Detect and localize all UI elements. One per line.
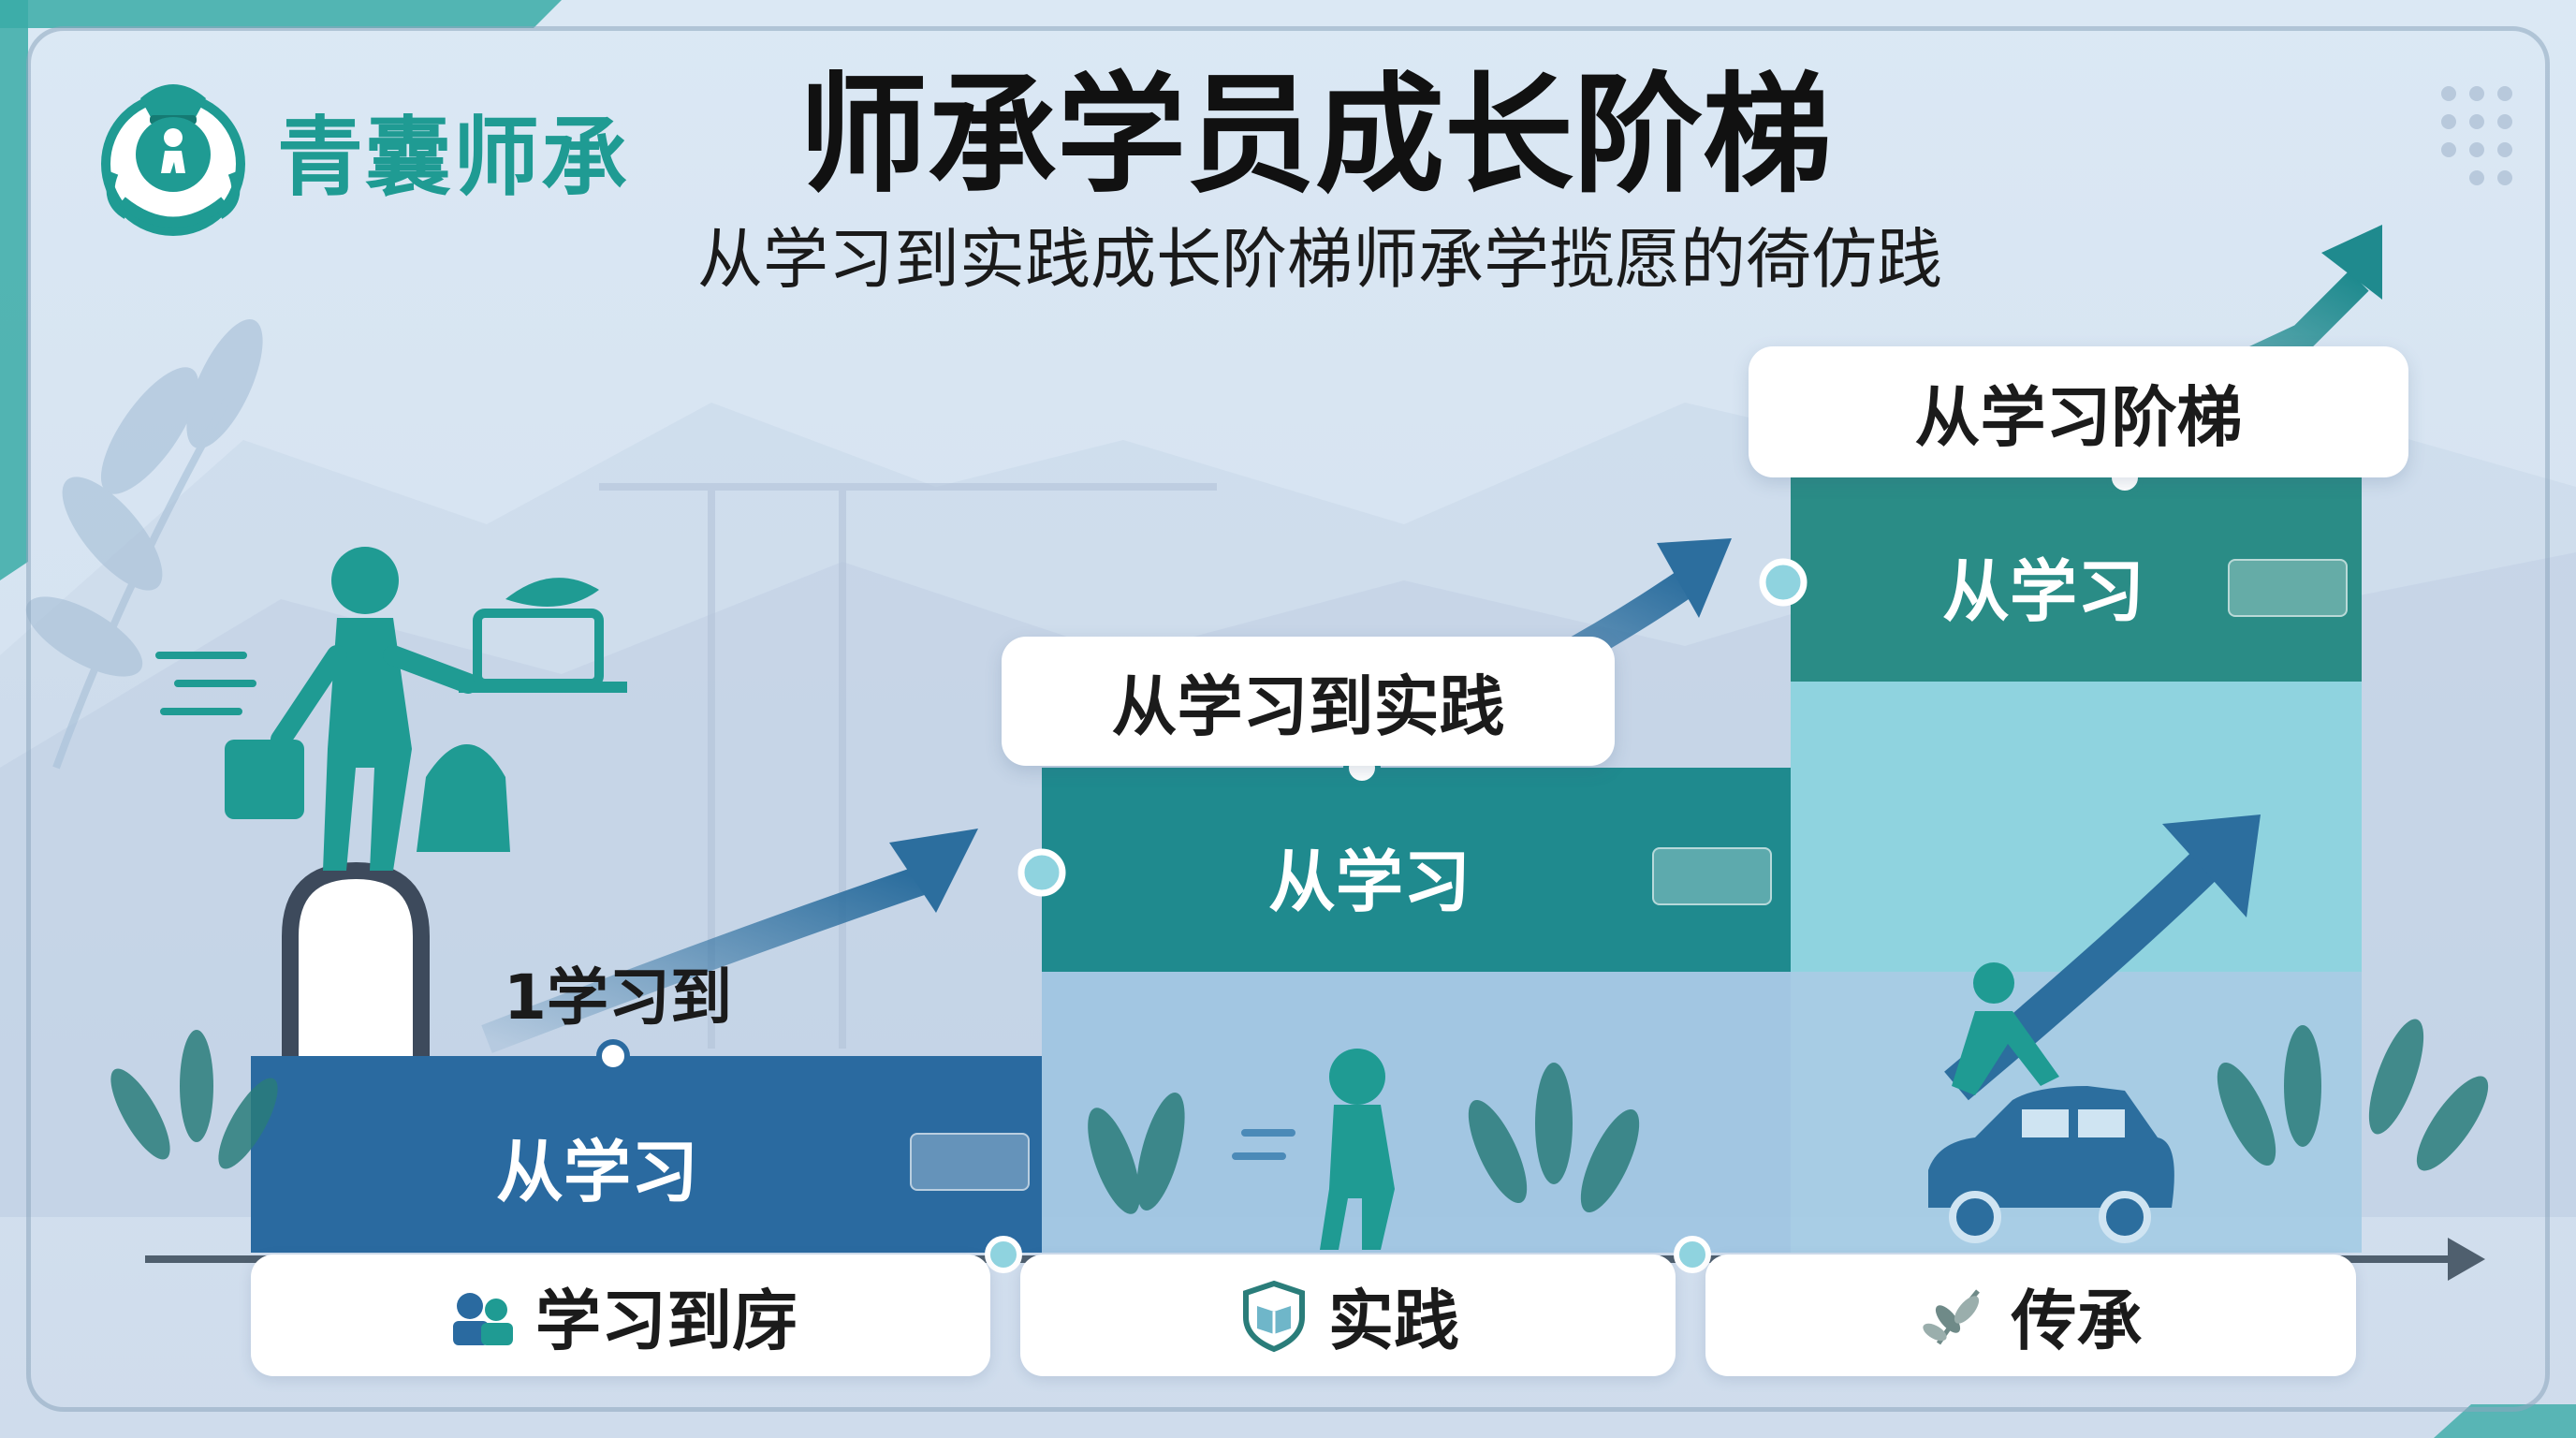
step-3-callout: 从学习阶梯 [1749,346,2408,477]
learner-icon [453,1293,513,1345]
stage-tab-practice: 实践 [1020,1255,1676,1376]
step-3-label: 从学习 [1941,551,2144,631]
step-3-mid [1791,682,2362,972]
step-1-label: 从学习 [495,1132,698,1211]
car-chip-icon [1652,847,1772,905]
step-2-block [1042,768,1791,972]
stage-tab-learning: 学习到庌 [251,1255,990,1376]
tab-practice-label: 实践 [1328,1282,1459,1359]
stage-tab-inheritance: 传承 [1705,1255,2356,1376]
page-title: 师承学员成长阶梯 [798,60,1832,211]
step-2-label: 从学习 [1267,842,1471,921]
brand-name: 青囊师承 [277,107,630,208]
tab-learning-label: 学习到庌 [535,1282,798,1359]
climber-figure [155,547,627,1056]
book-shield-icon [1243,1280,1305,1353]
tab-inheritance-label: 传承 [2011,1282,2143,1359]
car-chip-icon [910,1133,1030,1191]
step-2-callout: 从学习到实践 [1002,637,1615,766]
page-subtitle: 从学习到实践成长阶梯师承学揽愿的徛仿践 [697,221,1942,298]
step-3-block [1791,477,2362,682]
brand: 青囊师承 [84,61,629,239]
walker-figure [1232,1049,1395,1250]
sprout-icon [1922,1289,1980,1345]
car-chip-icon [2228,559,2348,617]
step-1-callout: 1学习到 [504,961,732,1034]
bag-logo-icon [101,84,245,236]
car-figure [1928,962,2174,1243]
step-2-lower [1042,972,1791,1253]
step-arrow-1 [481,865,928,1053]
outer-frame [26,26,2550,1412]
plant-decor [110,1019,2489,1214]
